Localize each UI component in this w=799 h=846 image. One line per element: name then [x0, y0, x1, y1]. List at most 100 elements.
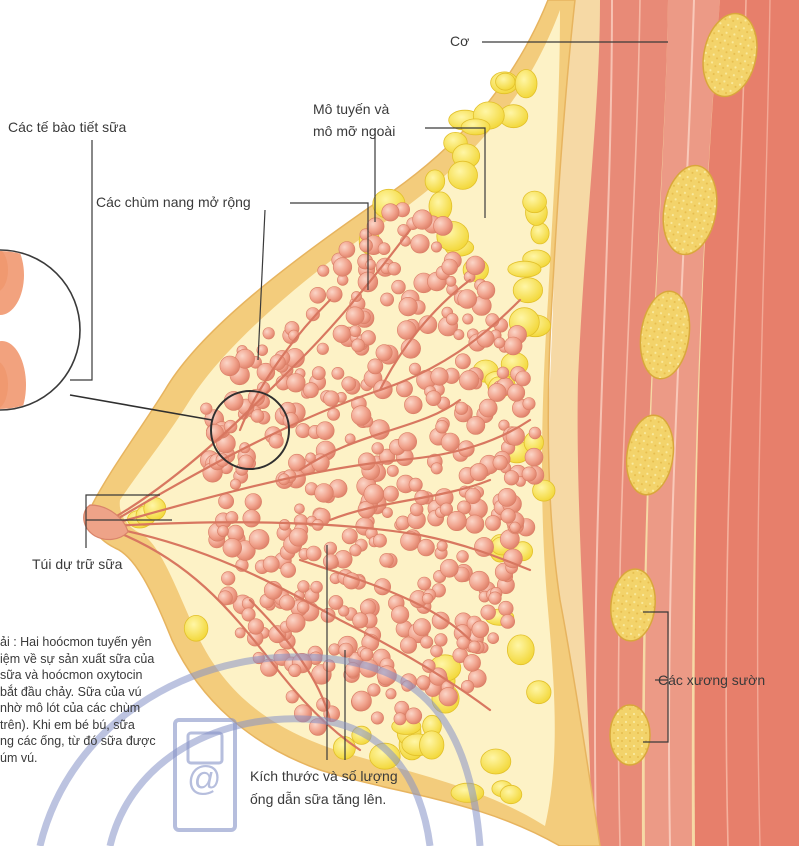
gland-lobule: [399, 297, 418, 316]
gland-lobule: [409, 363, 421, 375]
gland-lobule: [372, 443, 384, 455]
gland-lobule: [351, 406, 371, 426]
gland-lobule: [339, 242, 355, 258]
caption-line: bắt đầu chảy. Sữa của vú: [0, 684, 156, 701]
gland-lobule: [323, 554, 338, 569]
gland-lobule: [376, 345, 392, 361]
label-secreting-cells: Các tế bào tiết sữa: [8, 119, 126, 135]
gland-lobule: [378, 243, 390, 255]
gland-lobule: [488, 633, 499, 644]
gland-lobule: [431, 368, 449, 386]
caption-line: ng các ống, từ đó sữa được: [0, 733, 156, 750]
gland-lobule: [466, 515, 484, 533]
gland-lobule: [324, 391, 340, 407]
gland-lobule: [458, 290, 477, 309]
gland-lobule: [342, 529, 357, 544]
gland-lobule: [279, 519, 290, 530]
fat-blob: [523, 191, 547, 213]
gland-lobule: [406, 708, 422, 724]
gland-lobule: [404, 396, 422, 414]
gland-lobule: [417, 676, 430, 689]
gland-lobule: [286, 613, 305, 632]
gland-lobule: [352, 691, 372, 711]
gland-lobule: [219, 494, 234, 509]
gland-lobule: [358, 453, 375, 470]
fat-blob: [420, 731, 444, 759]
gland-lobule: [426, 391, 441, 406]
gland-lobule: [440, 559, 458, 577]
gland-lobule: [245, 494, 262, 511]
gland-lobule: [387, 465, 398, 476]
gland-lobule: [529, 427, 541, 439]
gland-lobule: [303, 383, 318, 398]
gland-lobule: [342, 377, 356, 391]
gland-lobule: [263, 556, 279, 572]
fat-blob: [425, 170, 445, 192]
gland-lobule: [310, 287, 326, 303]
gland-lobule: [316, 422, 334, 440]
caption-line: trên). Khi em bé bú, sữa: [0, 717, 156, 734]
gland-lobule: [488, 383, 506, 401]
gland-lobule: [479, 399, 497, 417]
label-ducts: Kích thước và số lượngống dẫn sữa tăng l…: [250, 765, 398, 811]
gland-lobule: [394, 713, 406, 725]
gland-lobule: [431, 463, 442, 474]
caption-line: ải : Hai hoócmon tuyến yên: [0, 634, 156, 651]
gland-lobule: [485, 515, 500, 530]
fat-blob: [531, 223, 549, 244]
gland-lobule: [368, 684, 381, 697]
magnified-inset: [0, 235, 80, 429]
gland-lobule: [431, 645, 443, 657]
gland-lobule: [431, 242, 441, 252]
gland-lobule: [421, 636, 433, 648]
fat-blob: [500, 785, 522, 803]
gland-lobule: [251, 410, 264, 423]
gland-lobule: [371, 712, 383, 724]
gland-lobule: [435, 634, 448, 647]
fat-blob: [448, 161, 477, 189]
gland-lobule: [411, 235, 430, 254]
gland-lobule: [383, 486, 398, 501]
fat-blob: [496, 73, 515, 90]
gland-lobule: [243, 510, 260, 527]
gland-lobule: [481, 605, 496, 620]
label-enlarged-clusters: Các chùm nang mở rộng: [96, 194, 251, 210]
label-ducts-line: ống dẫn sữa tăng lên.: [250, 788, 398, 811]
gland-lobule: [249, 529, 269, 549]
gland-lobule: [350, 325, 361, 336]
gland-lobule: [441, 433, 459, 451]
gland-lobule: [501, 509, 516, 524]
gland-lobule: [281, 563, 296, 578]
fat-blob: [527, 681, 551, 704]
gland-lobule: [498, 488, 516, 506]
gland-lobule: [523, 398, 535, 410]
gland-lobule: [352, 339, 365, 352]
gland-lobule: [392, 280, 406, 294]
gland-lobule: [446, 313, 458, 325]
gland-lobule: [201, 403, 213, 415]
gland-lobule: [442, 259, 458, 275]
fat-blob: [515, 70, 537, 98]
gland-lobule: [470, 463, 487, 480]
gland-lobule: [332, 367, 344, 379]
gland-lobule: [318, 265, 329, 276]
gland-lobule: [223, 538, 242, 557]
gland-lobule: [464, 654, 481, 671]
gland-lobule: [493, 455, 508, 470]
label-reservoir: Túi dự trữ sữa: [32, 556, 122, 572]
fat-blob: [507, 635, 534, 665]
fat-blob: [513, 278, 542, 303]
gland-lobule: [220, 356, 240, 376]
gland-lobule: [382, 507, 392, 517]
gland-lobule: [459, 371, 478, 390]
gland-lobule: [422, 593, 433, 604]
gland-lobule: [333, 325, 350, 342]
label-ribs: Các xương sườn: [658, 672, 765, 688]
gland-lobule: [499, 601, 514, 616]
gland-lobule: [525, 448, 543, 466]
svg-text:@: @: [187, 760, 222, 798]
label-gland-fat: Mô tuyến vàmô mỡ ngoài: [313, 98, 395, 142]
gland-lobule: [504, 337, 522, 355]
chest-wall-muscle: [548, 0, 799, 846]
